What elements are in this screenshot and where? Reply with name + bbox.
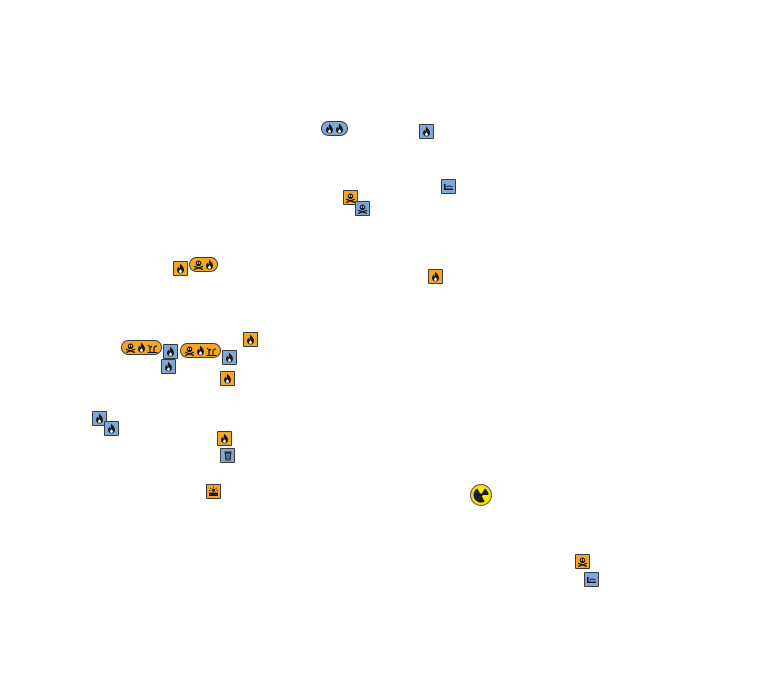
flame-icon [220, 433, 229, 444]
flame-marker[interactable] [163, 344, 178, 359]
skull-crossbones-icon [184, 346, 195, 356]
environment-icon [206, 346, 217, 356]
waste-bin-icon [223, 450, 233, 461]
toxic-marker[interactable] [343, 190, 358, 205]
flame-icon [223, 373, 232, 384]
flame-icon [137, 342, 146, 353]
explosive-icon [208, 486, 219, 497]
skull-crossbones-icon [345, 193, 356, 203]
flame-icon [196, 345, 205, 356]
corrosive-marker[interactable] [584, 572, 599, 587]
toxic-flame-environment-pill-marker[interactable] [180, 343, 221, 358]
skull-crossbones-icon [357, 204, 368, 214]
flame-icon [325, 123, 334, 134]
flame-marker[interactable] [222, 350, 237, 365]
flame-icon [335, 123, 344, 134]
skull-crossbones-icon [125, 343, 136, 353]
flame-marker[interactable] [243, 332, 258, 347]
flame-icon [205, 259, 214, 270]
flame-icon [431, 271, 440, 282]
flame-marker[interactable] [217, 431, 232, 446]
corrosive-marker[interactable] [441, 179, 456, 194]
skull-crossbones-icon [193, 260, 204, 270]
toxic-flame-pill-marker[interactable] [189, 257, 218, 272]
radiation-icon [472, 486, 490, 504]
flame-marker[interactable] [161, 359, 176, 374]
flame-pair-marker[interactable] [321, 121, 348, 136]
radiation-marker[interactable] [470, 484, 492, 506]
toxic-flame-environment-pill-marker[interactable] [121, 340, 162, 355]
corrosive-icon [586, 575, 597, 585]
toxic-marker[interactable] [355, 201, 370, 216]
flame-marker[interactable] [428, 269, 443, 284]
flame-icon [176, 263, 185, 274]
flame-icon [166, 346, 175, 357]
toxic-marker[interactable] [575, 554, 590, 569]
flame-icon [225, 352, 234, 363]
corrosive-icon [443, 182, 454, 192]
flame-marker[interactable] [104, 421, 119, 436]
flame-marker[interactable] [419, 124, 434, 139]
flame-icon [246, 334, 255, 345]
flame-icon [422, 126, 431, 137]
flame-icon [107, 423, 116, 434]
skull-crossbones-icon [577, 557, 588, 567]
explosive-marker[interactable] [206, 484, 221, 499]
flame-marker[interactable] [92, 411, 107, 426]
flame-marker[interactable] [173, 261, 188, 276]
flame-icon [95, 413, 104, 424]
flame-marker[interactable] [220, 371, 235, 386]
waste-bin-marker[interactable] [220, 448, 235, 463]
environment-icon [147, 343, 158, 353]
flame-icon [164, 361, 173, 372]
